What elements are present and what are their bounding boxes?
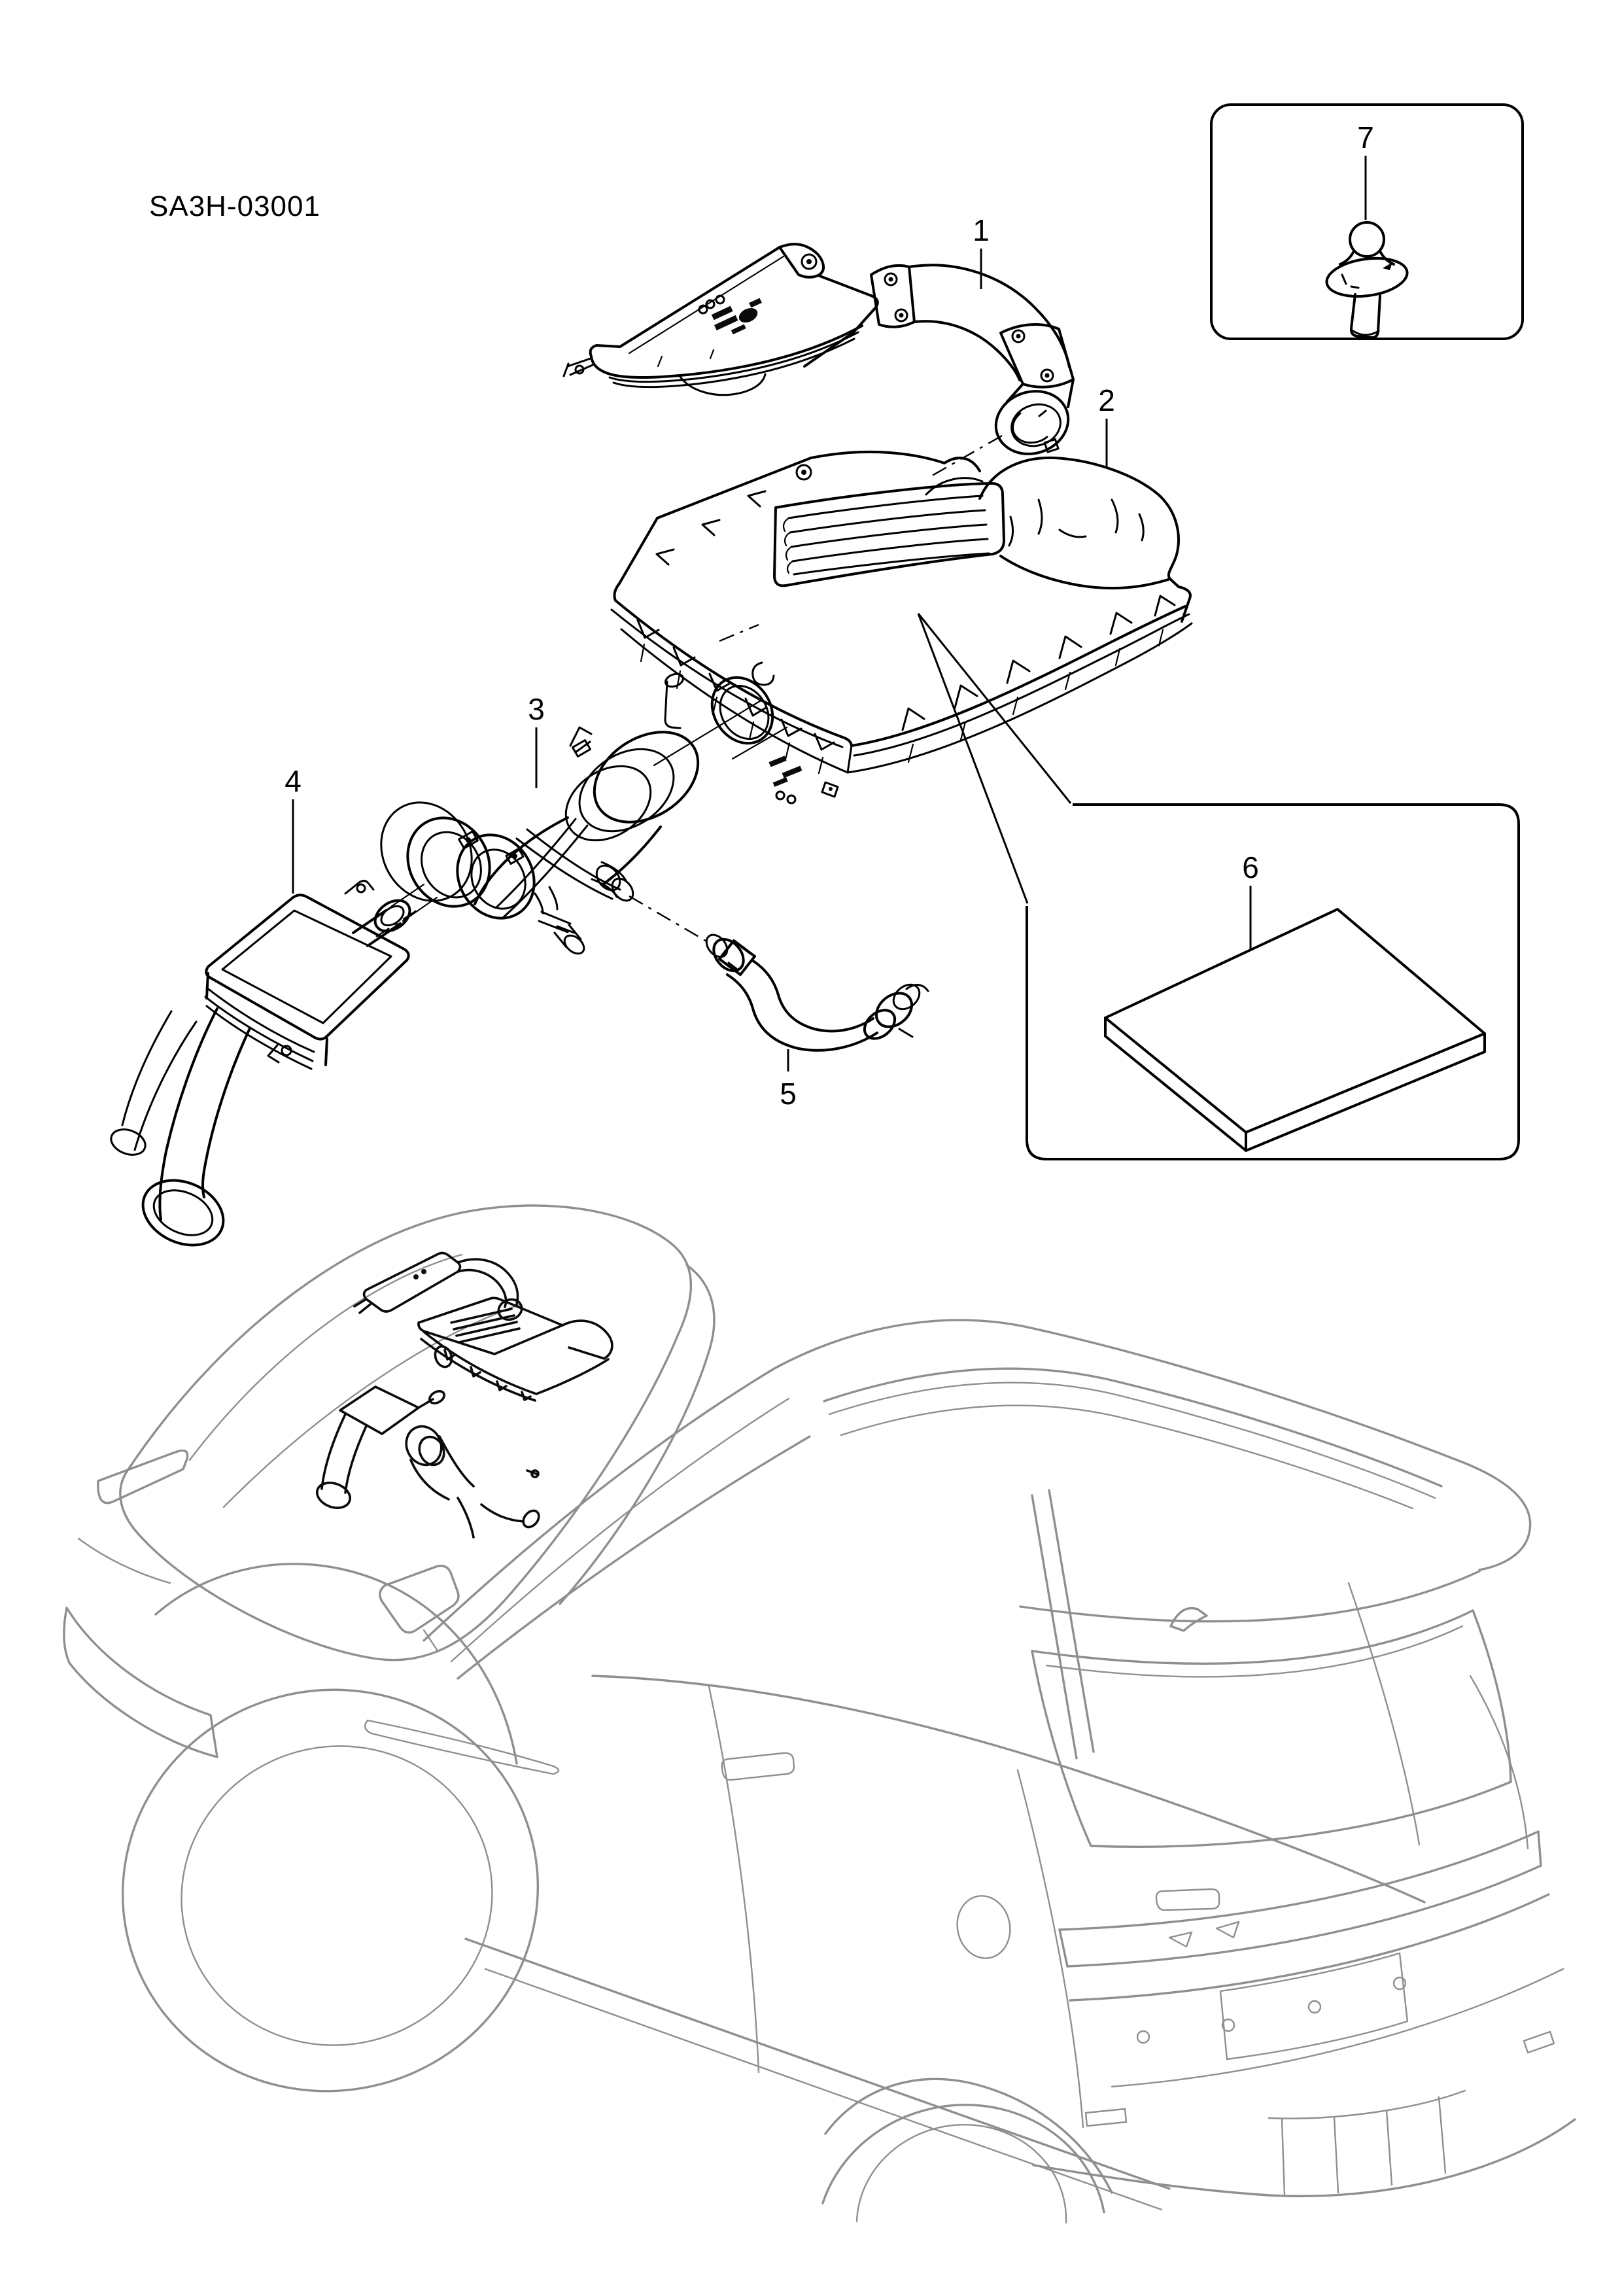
part-1-print-mark [711, 298, 762, 335]
detail-box-6-frame [1026, 803, 1520, 1160]
assembly-axis-1-2 [928, 434, 1003, 479]
front-wheel [121, 1688, 540, 2093]
callout-3-label: 3 [528, 692, 545, 726]
part-7-detail-box: 7 [1210, 103, 1524, 340]
callout-5: 5 [780, 1049, 797, 1111]
callout-3: 3 [528, 692, 545, 788]
part-7-grommet [1325, 221, 1409, 339]
callout-7: 7 [1357, 120, 1374, 220]
callout-4-label: 4 [285, 764, 302, 798]
callout-6-label: 6 [1242, 850, 1259, 884]
taillight-chevrons [1168, 1921, 1240, 1948]
installed-assembly [316, 1251, 613, 1539]
part-2-print-mark [768, 756, 802, 805]
headlight [97, 1449, 189, 1505]
detail-box-6-leaders [917, 613, 1072, 904]
callout-2: 2 [1098, 383, 1115, 468]
door-handle [1155, 1888, 1220, 1911]
fuel-door [956, 1895, 1011, 1959]
callout-5-label: 5 [780, 1077, 797, 1111]
figure-code: SA3H-03001 [149, 190, 320, 222]
exploded-view: 1 2 3 4 5 6 [110, 103, 1524, 1247]
part-6-air-filter-element [1104, 908, 1486, 1152]
part-5-breather-hose [705, 933, 929, 1052]
antenna-fin [1169, 1607, 1208, 1632]
callout-7-label: 7 [1357, 120, 1374, 154]
part-4-intake-resonator [110, 880, 411, 1247]
callout-6: 6 [1242, 850, 1259, 950]
vehicle-location-view [63, 1204, 1576, 2224]
door-handle [721, 1752, 795, 1781]
callout-4: 4 [285, 764, 302, 894]
part-2-air-cleaner-assembly [610, 450, 1193, 904]
callout-1-label: 1 [973, 213, 990, 247]
part-1-air-intake-duct [562, 243, 1075, 479]
callout-2-label: 2 [1098, 383, 1115, 417]
side-mirror [379, 1565, 460, 1634]
assembly-axis-3-5 [629, 895, 708, 943]
part-3-intake-hose [375, 726, 708, 955]
detail-box-7-frame [1210, 103, 1524, 340]
callout-1: 1 [973, 213, 990, 289]
part-6-detail-box: 6 [1026, 803, 1520, 1160]
vehicle-outline [63, 1204, 1576, 2224]
